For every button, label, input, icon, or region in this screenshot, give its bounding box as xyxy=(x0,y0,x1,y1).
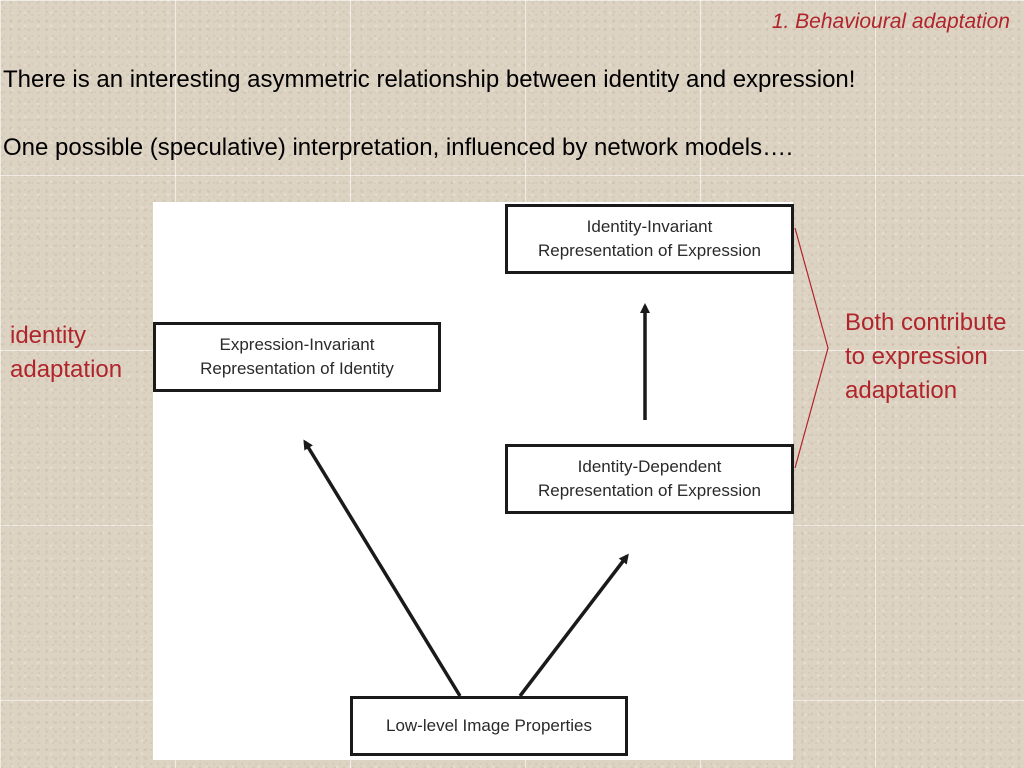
diagram-arrows xyxy=(303,303,650,698)
both-contribute-note: Both contribute to expression adaptation xyxy=(845,309,1007,404)
arrow-to-identity xyxy=(303,439,462,697)
expression-invariant-identity-box: Expression-Invariant Representation of I… xyxy=(153,322,441,392)
box-label: Identity-Dependent Representation of Exp… xyxy=(537,457,762,500)
low-level-image-properties-box: Low-level Image Properties xyxy=(350,696,628,756)
box-label: Expression-Invariant Representation of I… xyxy=(200,335,394,378)
identity-adaptation-note: identity adaptation xyxy=(10,322,123,383)
section-label: 1. Behavioural adaptation xyxy=(771,10,1010,33)
identity-invariant-expression-box: Identity-Invariant Representation of Exp… xyxy=(505,204,794,274)
box-label: Identity-Invariant Representation of Exp… xyxy=(537,217,762,260)
model-diagram: Expression-Invariant Representation of I… xyxy=(153,202,794,760)
identity-dependent-expression-box: Identity-Dependent Representation of Exp… xyxy=(505,444,794,514)
interpretation-line: One possible (speculative) interpretatio… xyxy=(3,134,793,161)
statement-line: There is an interesting asymmetric relat… xyxy=(3,66,856,93)
box-label: Low-level Image Properties xyxy=(386,716,592,735)
arrow-to-identity-dependent xyxy=(518,553,629,698)
